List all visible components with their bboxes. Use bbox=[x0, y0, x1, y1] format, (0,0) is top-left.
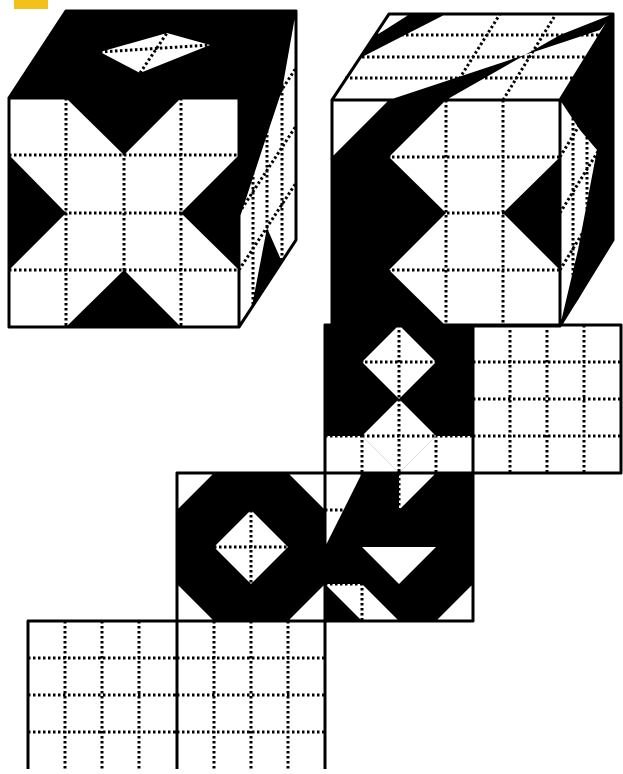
cube-right bbox=[332, 14, 613, 326]
net-square-d bbox=[325, 473, 473, 621]
net-square-f bbox=[177, 621, 325, 769]
net-square-c bbox=[177, 473, 325, 621]
net-square-a bbox=[325, 325, 473, 473]
cube-net bbox=[28, 325, 621, 769]
corner-badge bbox=[14, 0, 48, 9]
cube-left bbox=[9, 11, 296, 327]
net-square-e bbox=[28, 621, 177, 769]
net-square-b bbox=[473, 325, 621, 473]
